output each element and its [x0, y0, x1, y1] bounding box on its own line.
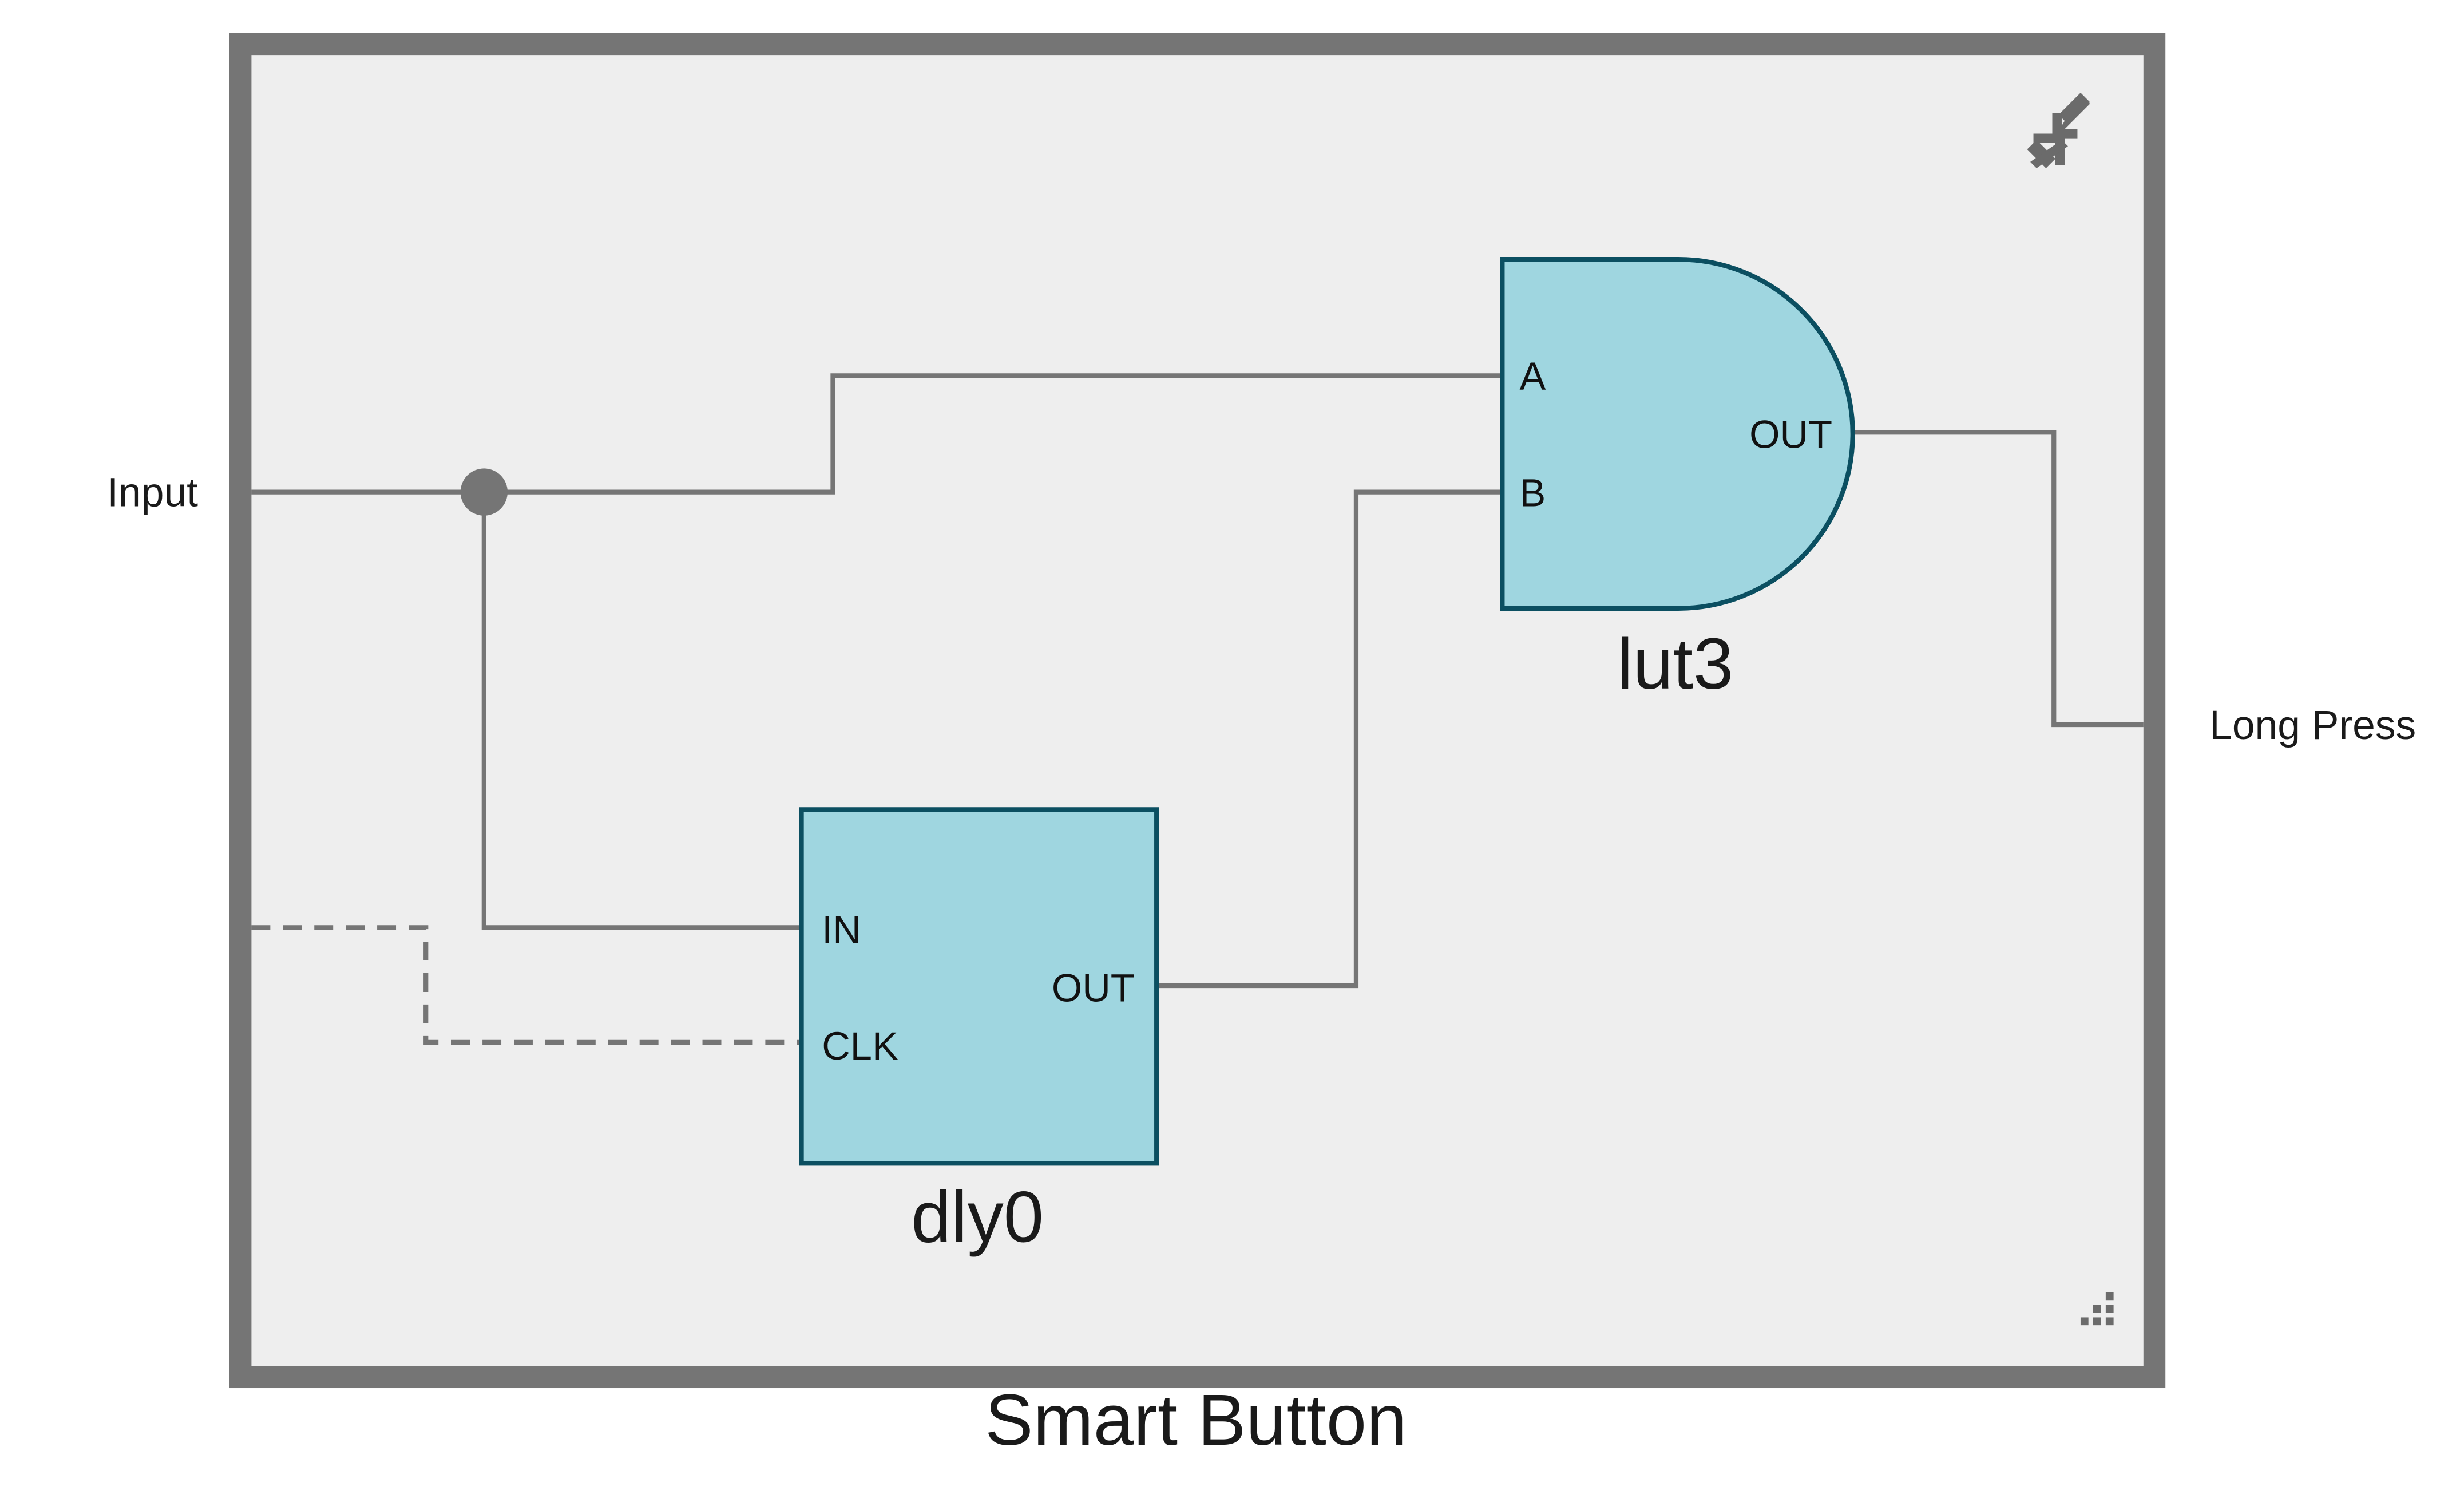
- collapse-arrows-icon[interactable]: [2024, 86, 2112, 175]
- port-label-out: OUT: [1749, 413, 1832, 457]
- block-lut3[interactable]: A B OUT lut3: [1500, 257, 1855, 704]
- port-label-clk: CLK: [822, 1024, 898, 1068]
- external-output-label: Long Press: [2209, 702, 2416, 748]
- port-label-in: IN: [822, 908, 861, 952]
- port-label-a: A: [1520, 354, 1546, 398]
- diagram-title: Smart Button: [985, 1379, 1407, 1460]
- resize-grip-icon[interactable]: [2080, 1292, 2114, 1326]
- delay-block-shape: [799, 807, 1159, 1166]
- port-label-out: OUT: [1052, 966, 1135, 1010]
- external-input-label: Input: [107, 469, 198, 515]
- wire-dly0-out-to-lut3-b[interactable]: [1156, 489, 1503, 989]
- wires: [251, 373, 2144, 1045]
- container-frame[interactable]: [229, 33, 2166, 1389]
- wire-clock-to-dly0-clk[interactable]: [251, 925, 802, 1045]
- wire-lut3-out-to-long-press[interactable]: [1851, 430, 2144, 728]
- block-dly0[interactable]: IN CLK OUT dly0: [799, 807, 1159, 1258]
- and-gate-shape: [1500, 257, 1855, 611]
- wire-input-to-dly0-in[interactable]: [481, 492, 802, 930]
- block-name-lut3: lut3: [1617, 623, 1734, 704]
- frame-canvas: [251, 55, 2144, 1366]
- wire-input-to-lut3-a[interactable]: [251, 373, 1503, 495]
- junction-dot: [460, 468, 508, 516]
- port-label-b: B: [1520, 471, 1546, 515]
- block-name-dly0: dly0: [911, 1177, 1044, 1258]
